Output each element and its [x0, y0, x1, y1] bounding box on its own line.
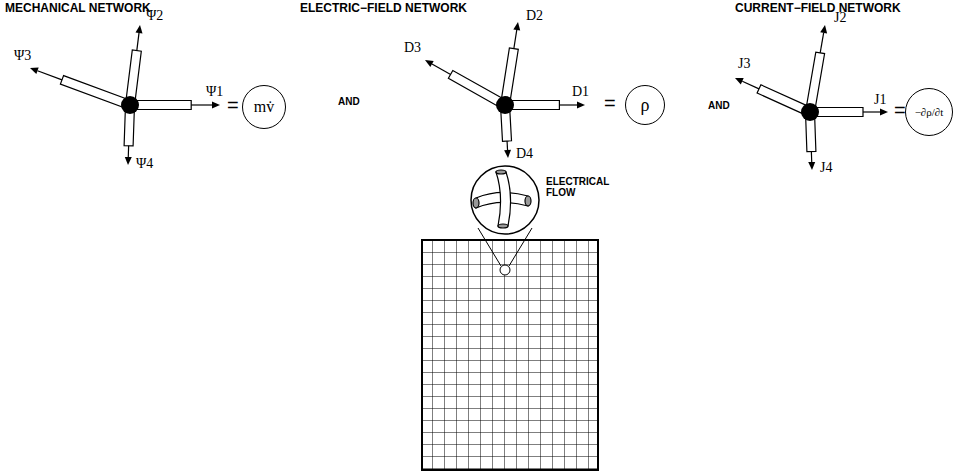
- arrow-head: [30, 68, 39, 75]
- flux-label: AND: [708, 100, 730, 111]
- flow-arrow: [514, 30, 517, 49]
- flow-arrow: [191, 104, 212, 105]
- panel-title: CURRENT−FIELD NETWORK: [735, 2, 901, 15]
- flux-label: AND: [338, 96, 360, 107]
- arrow-head: [125, 157, 132, 165]
- flux-label: D4: [516, 146, 533, 161]
- source-text: −∂ρ/∂t: [915, 106, 944, 118]
- arrow-head: [808, 162, 815, 170]
- flow-arrow: [742, 81, 759, 89]
- mesh-grid: [422, 240, 598, 470]
- flux-tube: [130, 101, 191, 110]
- flux-label: J2: [834, 10, 846, 25]
- junction-dot: [801, 103, 819, 121]
- source-circle: −∂ρ/∂t: [905, 88, 953, 136]
- arrow-head: [577, 102, 585, 109]
- junction-dot: [121, 96, 139, 114]
- arrow-head: [136, 25, 143, 33]
- flow-arrow: [506, 141, 508, 150]
- source-text: ρ: [641, 95, 650, 116]
- flux-label: J3: [738, 56, 750, 71]
- flux-label: ELECTRICAL FLOW: [546, 176, 626, 198]
- zoom-circle: [471, 166, 539, 234]
- flux-label: Ψ2: [146, 8, 163, 23]
- arrow-head: [425, 60, 434, 67]
- arrow-head: [820, 25, 827, 34]
- flow-arrow: [811, 151, 813, 162]
- flux-label: D3: [404, 40, 421, 55]
- mesh-spot: [500, 265, 510, 275]
- panel-title: ELECTRIC−FIELD NETWORK: [300, 2, 467, 15]
- flow-tubes: [473, 170, 531, 228]
- flux-label: J1: [874, 92, 886, 107]
- flux-label: Ψ3: [14, 48, 31, 63]
- flux-label: Ψ4: [136, 156, 153, 171]
- flux-label: D2: [526, 8, 543, 23]
- flow-arrow: [38, 71, 62, 80]
- arrow-head: [735, 78, 744, 85]
- flow-arrow: [432, 64, 451, 74]
- flow-arrow: [128, 146, 130, 157]
- source-circle: mv̇: [242, 85, 286, 129]
- equals-sign: =: [227, 94, 239, 116]
- flow-arrow: [863, 111, 880, 112]
- flow-arrow: [137, 33, 139, 51]
- flow-arrow: [820, 33, 823, 53]
- arrow-head: [504, 150, 511, 158]
- flux-label: D1: [572, 84, 589, 99]
- flux-label: J4: [820, 160, 832, 175]
- flux-label: Ψ1: [206, 84, 223, 99]
- flux-tube: [60, 76, 131, 110]
- equals-sign: =: [604, 92, 616, 114]
- panel-title: MECHANICAL NETWORK: [5, 2, 151, 15]
- arrow-head: [880, 109, 888, 116]
- equals-sign: =: [894, 99, 906, 121]
- arrow-head: [513, 22, 520, 30]
- source-text: mv̇: [254, 98, 274, 116]
- arrow-head: [212, 102, 220, 109]
- junction-dot: [496, 96, 514, 114]
- source-circle: ρ: [625, 85, 665, 125]
- flow-arrow: [559, 104, 577, 105]
